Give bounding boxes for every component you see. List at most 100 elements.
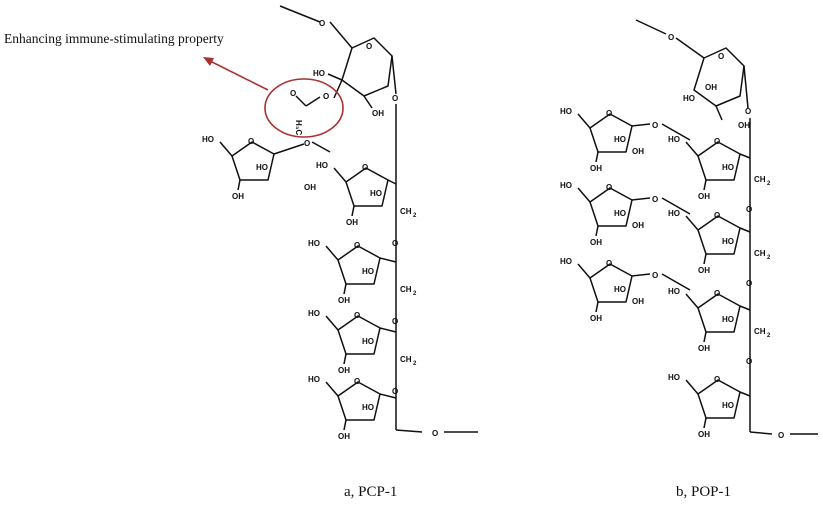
acetyl-bond <box>333 79 343 99</box>
hydroxyl-label: HO <box>256 163 268 172</box>
ring-oxygen-label: O <box>714 375 720 384</box>
hydroxyl-label: OH <box>338 366 350 375</box>
hydroxyl-label: OH <box>698 192 710 201</box>
chain-bond <box>739 391 751 397</box>
ring-oxygen-label: O <box>354 377 360 386</box>
hydroxyl-label: HO <box>362 337 374 346</box>
ring-oxygen-label: O <box>606 183 612 192</box>
oh-bond <box>343 283 347 295</box>
oh-bond <box>237 179 241 191</box>
ring-oxygen-label: O <box>606 109 612 118</box>
glycosidic-oxygen-label: O <box>304 139 310 148</box>
hydroxyl-label: OH <box>346 218 358 227</box>
glycosidic-oxygen-label: O <box>652 195 658 204</box>
glycosidic-oxygen-label: O <box>319 19 325 28</box>
ch2-subscript: 2 <box>767 181 771 187</box>
chain-bond <box>675 37 705 59</box>
hydroxyl-label: HO <box>370 189 382 198</box>
bond-lines <box>219 5 818 435</box>
oh-bond <box>703 253 707 265</box>
chain-bond <box>395 429 423 433</box>
ch2oh-bond <box>325 315 339 331</box>
hydroxyl-label: HO <box>560 107 572 116</box>
oh-bond <box>703 417 707 429</box>
glycosidic-oxygen-label: O <box>392 387 398 396</box>
hydroxyl-label: OH <box>632 147 644 156</box>
hydroxyl-label: HO <box>668 135 680 144</box>
ch2-label: CH <box>400 355 412 364</box>
hydroxyl-label: HO <box>614 209 626 218</box>
glycosidic-oxygen-label: O <box>392 239 398 248</box>
hydroxyl-label: OH <box>590 238 602 247</box>
carbonyl-oxygen-label: O <box>290 89 296 98</box>
hydroxyl-label: OH <box>338 432 350 441</box>
ch2-subscript: 2 <box>413 361 417 367</box>
oh-bond <box>343 353 347 365</box>
oh-bond <box>715 105 723 121</box>
hydroxyl-label: HO <box>722 315 734 324</box>
ring-oxygen-label: O <box>248 137 254 146</box>
oh-bond <box>703 331 707 343</box>
ring-oxygen-label: O <box>362 163 368 172</box>
terminal-oxygen-label: O <box>432 429 438 438</box>
ch2-subscript: 2 <box>767 333 771 339</box>
annotation-text: Enhancing immune-stimulating property <box>4 31 224 46</box>
acetyl-methyl-label: H₃C <box>294 120 303 135</box>
hydroxyl-label: HO <box>308 309 320 318</box>
furanose-ring-a-1 <box>345 167 389 207</box>
ch2oh-bond <box>325 381 339 397</box>
chain-bond <box>739 227 751 233</box>
chain-bond <box>387 179 397 185</box>
hydroxyl-label: HO <box>362 267 374 276</box>
hydroxyl-label: HO <box>668 373 680 382</box>
ch2-label: CH <box>400 207 412 216</box>
glycosidic-oxygen-label: O <box>652 121 658 130</box>
chain-bond <box>739 305 751 311</box>
oh-bond <box>363 95 373 109</box>
hydroxyl-label: OH <box>590 164 602 173</box>
pyranose-ring-b <box>693 47 745 107</box>
glycosidic-bond <box>273 143 305 155</box>
furanose-ring-a-4 <box>337 381 381 421</box>
ring-oxygen-label: O <box>714 289 720 298</box>
glycosidic-oxygen-label: O <box>746 205 752 214</box>
chain-bond <box>379 257 397 263</box>
ch2oh-bond <box>685 141 699 157</box>
hydroxyl-label: HO <box>722 401 734 410</box>
ch2-label: CH <box>400 285 412 294</box>
glycosidic-oxygen-label: O <box>652 271 658 280</box>
hydroxyl-label: OH <box>304 183 316 192</box>
acetyl-bond <box>295 95 307 107</box>
hydroxyl-label: OH <box>698 430 710 439</box>
furanose-ring-b-3 <box>697 293 741 333</box>
ring-oxygen-label: O <box>354 241 360 250</box>
ring-oxygen-label: O <box>606 259 612 268</box>
ch2oh-bond <box>577 187 591 203</box>
hydroxyl-label: OH <box>705 83 717 92</box>
glycosidic-oxygen-label: O <box>392 317 398 326</box>
acetyl-oxygen-label: O <box>323 92 329 101</box>
chain-bond <box>743 65 749 109</box>
hydroxyl-label: HO <box>722 237 734 246</box>
acetyl-bond <box>305 96 321 107</box>
glycosidic-bond <box>631 273 651 277</box>
glycosidic-bond <box>631 197 651 201</box>
hydroxyl-label: HO <box>722 163 734 172</box>
oh-bond <box>595 151 599 163</box>
oh-bond <box>595 225 599 237</box>
hydroxyl-label: OH <box>590 314 602 323</box>
ch2oh-bond <box>577 113 591 129</box>
annotation-arrow <box>207 59 269 91</box>
ch2-subscript: 2 <box>413 291 417 297</box>
oh-bond <box>327 73 343 81</box>
ch2oh-bond <box>577 263 591 279</box>
chain-bond <box>749 431 773 435</box>
hydroxyl-label: OH <box>632 221 644 230</box>
glycosidic-bond <box>631 123 651 127</box>
hydroxyl-label: HO <box>362 403 374 412</box>
hydroxyl-label: HO <box>308 239 320 248</box>
ch2-subscript: 2 <box>767 255 771 261</box>
caption-pcp1: a, PCP-1 <box>344 484 398 500</box>
furanose-ring-a-3 <box>337 315 381 355</box>
